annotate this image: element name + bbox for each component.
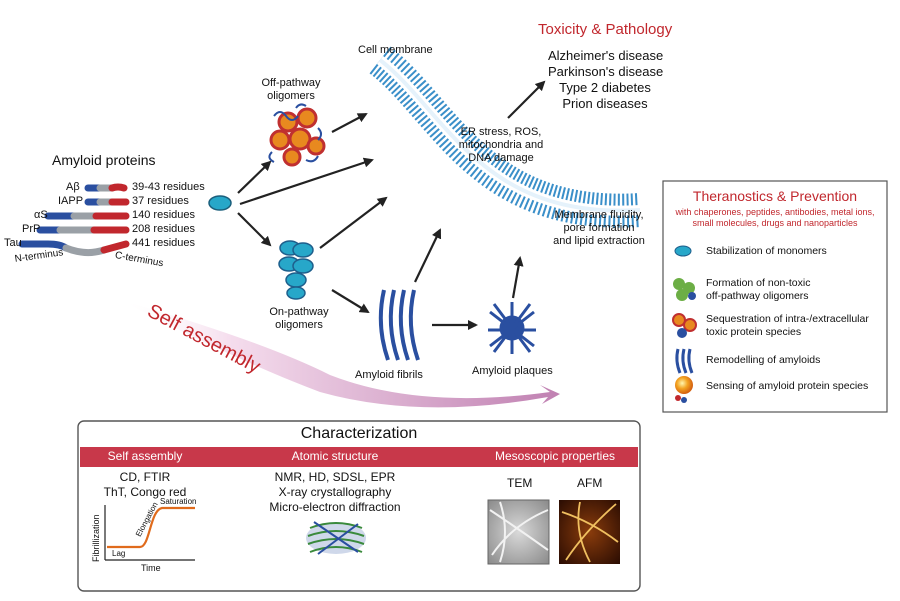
method-tem-label: TEM	[507, 476, 533, 490]
membrane-effects-line-2: pore formation	[563, 222, 635, 234]
on-pathway-line-1: On-pathway	[269, 306, 329, 318]
monomer-shape	[208, 195, 232, 211]
er-stress-line-3: DNA damage	[468, 152, 534, 164]
residues-prp: 208 residues	[132, 223, 195, 235]
curve-x-label: Time	[141, 563, 161, 573]
header-atomic-structure: Atomic structure	[291, 449, 379, 463]
method-cd-ftir: CD, FTIR	[119, 470, 171, 484]
characterization-title: Characterization	[300, 425, 418, 442]
cell-membrane-label: Cell membrane	[358, 44, 433, 56]
method-xray: X-ray crystallography	[278, 485, 392, 499]
off-pathway-oligomer-shape	[268, 103, 326, 167]
protein-name-as: αS	[34, 209, 48, 221]
theranostics-title: Theranostics & Prevention	[692, 188, 858, 204]
self-assembly-swoosh	[120, 300, 560, 408]
amyloid-fibrils-shape	[378, 289, 420, 361]
membrane-effects-line-1: Membrane fluidity,	[554, 209, 644, 221]
amyloid-plaques-shape	[488, 302, 536, 354]
on-pathway-oligomer-shape	[278, 240, 314, 300]
theranostics-item-sensing: Sensing of amyloid protein species	[706, 380, 869, 392]
method-microed: Micro-electron diffraction	[269, 500, 401, 514]
protein-name-abeta: Aβ	[66, 181, 80, 193]
membrane-effects-line-3: and lipid extraction	[553, 235, 645, 247]
tem-image	[487, 499, 550, 565]
er-stress-line-1: ER stress, ROS,	[460, 126, 542, 138]
on-pathway-line-2: oligomers	[275, 319, 323, 331]
membrane-effects-label: Membrane fluidity, pore formation and li…	[546, 209, 652, 248]
disease-prion: Prion diseases	[562, 96, 648, 111]
amyloid-fibrils-label: Amyloid fibrils	[355, 369, 423, 381]
theranostics-item-nontoxic-line-2: off-pathway oligomers	[706, 290, 809, 302]
theranostics-item-sequestration-line-1: Sequestration of intra-/extracellular	[706, 313, 869, 325]
theranostics-subtitle-line-2: small molecules, drugs and nanoparticles	[692, 218, 858, 228]
atomic-methods: NMR, HD, SDSL, EPR X-ray crystallography…	[260, 470, 410, 515]
amyloid-proteins-title: Amyloid proteins	[52, 152, 156, 168]
header-mesoscopic-properties: Mesoscopic properties	[494, 449, 616, 463]
theranostics-item-remodelling: Remodelling of amyloids	[706, 354, 821, 366]
off-pathway-label: Off-pathway oligomers	[256, 77, 326, 103]
theranostics-item-sequestration-line-2: toxic protein species	[706, 326, 802, 338]
residues-tau: 441 residues	[132, 237, 195, 249]
curve-y-label: Fibrillization	[91, 514, 101, 562]
toxicity-title: Toxicity & Pathology	[538, 21, 673, 38]
disease-type2-diabetes: Type 2 diabetes	[559, 80, 651, 95]
method-afm-label: AFM	[577, 476, 603, 490]
curve-lag-label: Lag	[112, 549, 126, 558]
protein-name-prp: PrP	[22, 223, 41, 235]
theranostics-subtitle: with chaperones, peptides, antibodies, m…	[663, 207, 887, 229]
pathway-arrows	[237, 80, 546, 330]
method-nmr: NMR, HD, SDSL, EPR	[274, 470, 396, 484]
er-stress-label: ER stress, ROS, mitochondria and DNA dam…	[452, 126, 550, 165]
residues-iapp: 37 residues	[132, 195, 189, 207]
theranostics-box	[662, 180, 888, 413]
protein-chains	[18, 183, 130, 257]
protein-name-tau: Tau	[4, 237, 22, 249]
theranostics-item-sequestration: Sequestration of intra-/extracellular to…	[706, 313, 869, 339]
cell-membrane-bilayer	[369, 46, 642, 228]
self-assembly-methods: CD, FTIR ThT, Congo red	[80, 470, 210, 500]
on-pathway-label: On-pathway oligomers	[263, 306, 335, 332]
disease-list: Alzheimer's disease Parkinson's disease …	[548, 48, 664, 112]
residues-abeta: 39-43 residues	[132, 181, 205, 193]
header-self-assembly: Self assembly	[107, 449, 183, 463]
residues-as: 140 residues	[132, 209, 195, 221]
amyloid-plaques-label: Amyloid plaques	[472, 365, 553, 377]
theranostics-item-stabilization: Stabilization of monomers	[706, 245, 827, 257]
method-tht-congo: ThT, Congo red	[103, 485, 187, 499]
off-pathway-line-2: oligomers	[267, 90, 315, 102]
curve-saturation-label: Saturation	[160, 497, 197, 506]
theranostics-item-nontoxic: Formation of non-toxic off-pathway oligo…	[706, 277, 810, 303]
theranostics-icons	[672, 245, 697, 403]
off-pathway-line-1: Off-pathway	[261, 77, 321, 89]
characterization-header-bar	[80, 447, 638, 467]
protein-name-iapp: IAPP	[58, 195, 84, 207]
disease-parkinsons: Parkinson's disease	[548, 64, 664, 79]
theranostics-subtitle-line-1: with chaperones, peptides, antibodies, m…	[675, 207, 875, 217]
er-stress-line-2: mitochondria and	[458, 139, 544, 151]
disease-alzheimers: Alzheimer's disease	[548, 48, 664, 63]
theranostics-item-nontoxic-line-1: Formation of non-toxic	[706, 277, 811, 289]
atomic-structure-image	[306, 521, 366, 555]
fibrillization-curve	[104, 505, 195, 561]
